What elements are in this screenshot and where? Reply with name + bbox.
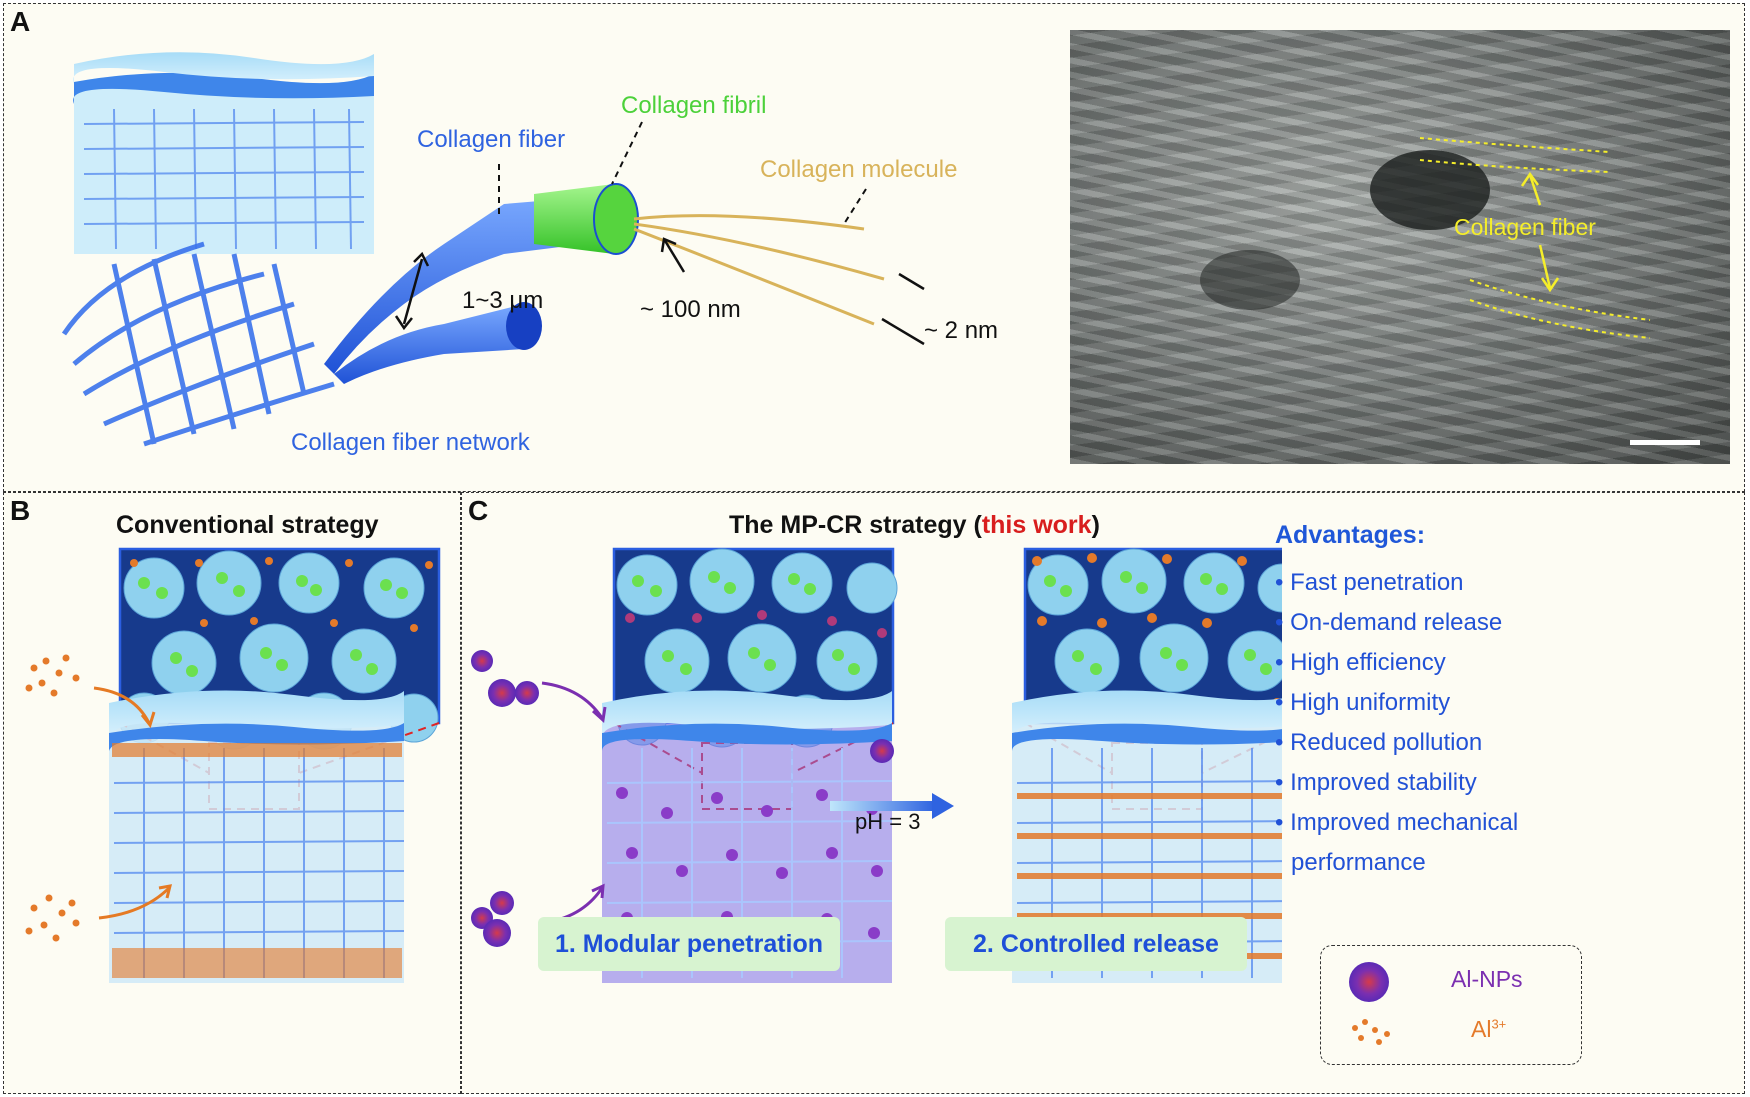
- advantage-item: • Reduced pollution: [1275, 729, 1483, 756]
- panel-c-heading-highlight: this work: [981, 511, 1092, 539]
- advantage-item: • Improved mechanical: [1275, 809, 1519, 836]
- collagen-molecule-strands: [633, 214, 885, 326]
- legend-box: Al-NPs Al3+: [1320, 945, 1582, 1065]
- legend-ion-sup: 3+: [1491, 1016, 1507, 1032]
- panel-a-letter: A: [10, 6, 31, 37]
- tissue-block: [73, 52, 374, 254]
- fiber-network-label: Collagen fiber network: [291, 429, 530, 456]
- advantage-item: • Improved stability: [1275, 769, 1477, 796]
- legend-ion-base: Al: [1471, 1016, 1492, 1042]
- conventional-strategy-illustration: [25, 547, 441, 983]
- fiber-network: [61, 241, 335, 447]
- collagen-fibril-label: Collagen fibril: [621, 92, 767, 119]
- b-arrows: [93, 686, 173, 920]
- legend-icons: [1349, 962, 1390, 1045]
- advantage-item: • High uniformity: [1275, 689, 1451, 716]
- step-1-label: 1. Modular penetration: [538, 917, 840, 971]
- collagen-molecule-label: Collagen molecule: [760, 156, 958, 183]
- c2-tissue-block: [1012, 690, 1282, 983]
- advantages-list: • Fast penetration • On-demand release •…: [1275, 563, 1518, 883]
- c1-tissue-block: [602, 690, 893, 983]
- step-2-label: 2. Controlled release: [945, 917, 1247, 971]
- ph-condition-label: pH = 3: [855, 809, 921, 834]
- leader-lines: [498, 121, 867, 225]
- advantage-item: • High efficiency: [1275, 649, 1446, 676]
- sem-collagen-fiber-label: Collagen fiber: [1454, 214, 1596, 240]
- panel-c-heading: The MP-CR strategy (this work): [729, 511, 1100, 540]
- panel-c-heading-prefix: The MP-CR strategy (: [729, 511, 982, 539]
- al-np-icon: [1349, 962, 1389, 1002]
- panel-c-heading-suffix: ): [1091, 511, 1100, 539]
- c-arrows: [541, 681, 607, 925]
- panel-b-letter: B: [10, 495, 31, 526]
- mp-cr-strategy-illustration: [471, 547, 1282, 983]
- advantages-title: Advantages:: [1275, 521, 1426, 549]
- fiber-diameter-label: 1~3 μm: [462, 287, 544, 314]
- panel-a: A: [3, 3, 1745, 492]
- advantage-item: performance: [1291, 849, 1426, 876]
- panel-c-letter: C: [468, 495, 489, 526]
- c-np-clusters: [471, 650, 894, 947]
- b-ion-clusters: [25, 654, 80, 942]
- collagen-hierarchy-illustration: [61, 52, 925, 447]
- b-tissue-block: [109, 690, 405, 983]
- advantage-item: • On-demand release: [1275, 609, 1503, 636]
- panel-b-heading: Conventional strategy: [116, 511, 379, 539]
- panel-c: C The MP-CR strategy (this work): [461, 492, 1745, 1094]
- collagen-fiber-label: Collagen fiber: [417, 126, 566, 153]
- sem-annotations: [1200, 137, 1700, 445]
- sem-micrograph: Collagen fiber: [1070, 30, 1730, 464]
- panel-b: B Conventional strategy: [3, 492, 461, 1094]
- al-ion-icon: [1352, 1019, 1390, 1045]
- fibril-diameter-label: ~ 100 nm: [640, 296, 741, 323]
- advantage-item: • Fast penetration: [1275, 569, 1464, 596]
- release-arrow: [830, 793, 954, 819]
- legend-ion-label: Al3+: [1471, 1016, 1506, 1043]
- legend-nps-label: Al-NPs: [1451, 966, 1523, 992]
- dimension-arrows: [394, 237, 925, 346]
- molecule-diameter-label: ~ 2 nm: [924, 317, 999, 344]
- collagen-fibril-shape: [534, 183, 639, 255]
